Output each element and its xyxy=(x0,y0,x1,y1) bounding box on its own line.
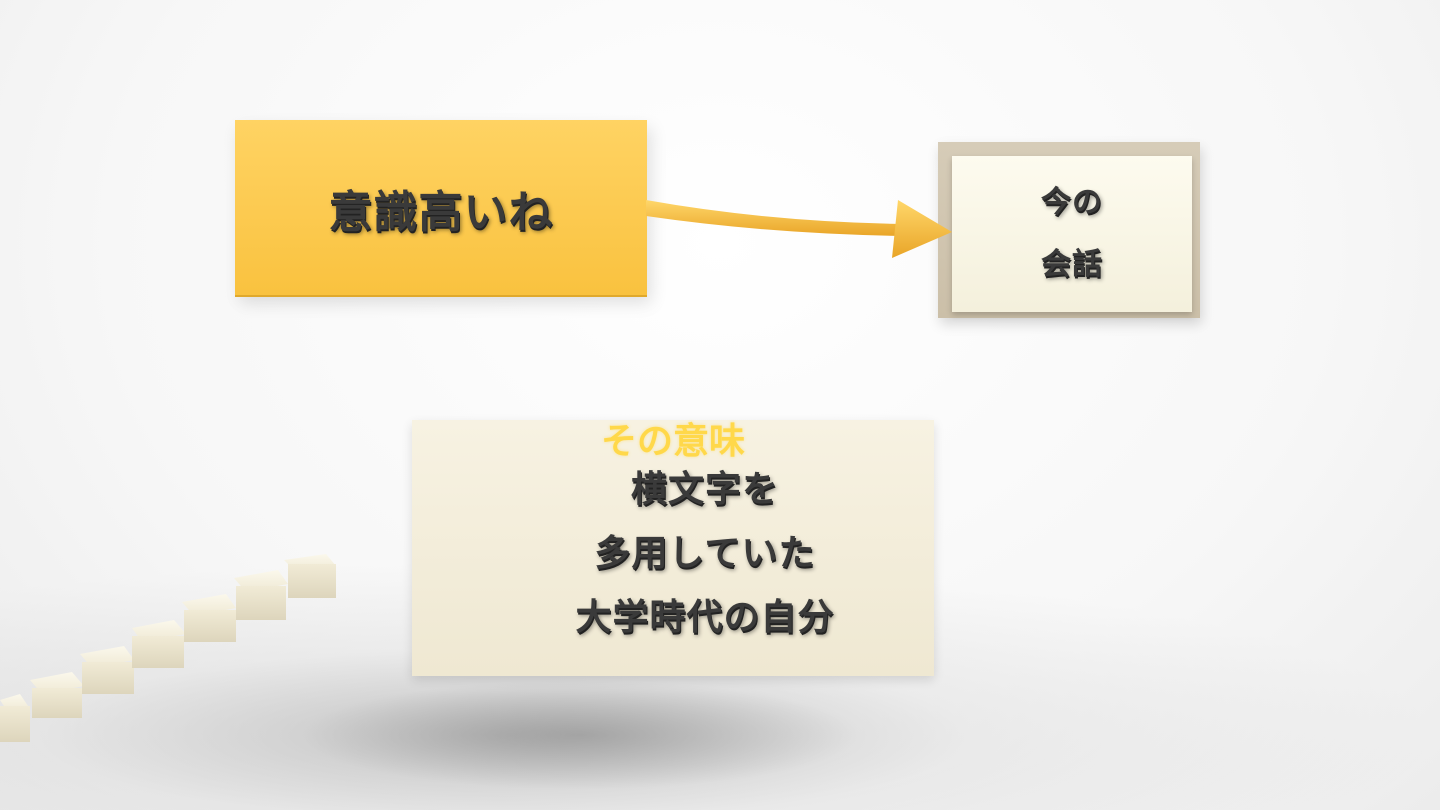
left-box-label: 意識高いね xyxy=(328,186,554,238)
bottom-box-lines: 横文字を 多用していた 大学時代の自分 xyxy=(412,458,998,650)
right-box-line-1: 今の xyxy=(1041,185,1103,220)
bottom-box-line-2: 多用していた xyxy=(594,533,816,574)
box-floor-shadow xyxy=(300,680,860,790)
arrow-shaft xyxy=(646,200,905,236)
bottom-box-line-3: 大学時代の自分 xyxy=(575,597,835,638)
left-yellow-box: 意識高いね xyxy=(235,120,647,295)
bottom-box-line-1: 横文字を xyxy=(630,469,779,510)
right-box-inner: 今の 会話 xyxy=(952,156,1192,312)
right-box-line-2: 会話 xyxy=(1041,247,1103,282)
bottom-box-title: その意味 xyxy=(600,421,745,462)
right-framed-box: 今の 会話 xyxy=(938,142,1200,318)
bottom-cream-box xyxy=(412,420,934,676)
